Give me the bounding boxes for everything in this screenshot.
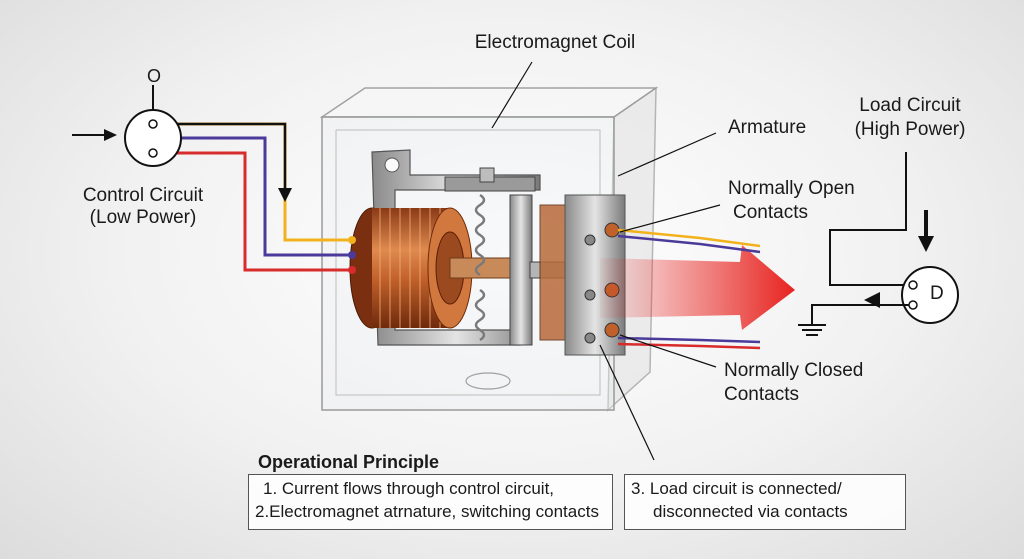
coil-terminal (348, 266, 356, 274)
load-circuit-power-label: (High Power) (854, 119, 966, 140)
principle-step-1: 1. Current flows through control circuit… (263, 479, 555, 498)
normally-closed-label: Normally Closed (724, 360, 864, 381)
load-wires (617, 228, 761, 350)
principle-box-right: 3. Load circuit is connected/ disconnect… (624, 474, 906, 530)
leader-lines (491, 61, 721, 461)
control-circuit-power-label: (Low Power) (89, 207, 197, 228)
load-circuit-symbol (798, 152, 959, 336)
return-spring (474, 193, 486, 342)
coil-label: Electromagnet Coil (474, 32, 636, 53)
switching-arrow (600, 245, 795, 330)
principle-title: Operational Principle (258, 452, 440, 472)
control-symbol-label: O (147, 66, 162, 86)
electromagnet-coil (349, 207, 511, 329)
principle-step-3: 3. Load circuit is connected/ (631, 479, 842, 498)
normally-open-label-line2: Contacts (733, 202, 808, 223)
coil-terminal (348, 251, 356, 259)
coil-terminal (348, 236, 356, 244)
control-wires (155, 122, 350, 272)
control-circuit-symbol (72, 85, 182, 167)
principle-box-left: 1. Current flows through control circuit… (248, 474, 613, 530)
normally-open-label: Normally Open (728, 178, 855, 199)
control-circuit-label: Control Circuit (82, 185, 204, 206)
armature-label: Armature (728, 117, 807, 138)
load-circuit-label: Load Circuit (859, 95, 961, 116)
normally-closed-label-line2: Contacts (724, 384, 799, 405)
principle-step-3-line2: disconnected via contacts (653, 502, 848, 521)
load-symbol-label: D (930, 283, 944, 304)
principle-step-2: 2.Electromagnet atrnature, switching con… (255, 502, 599, 521)
